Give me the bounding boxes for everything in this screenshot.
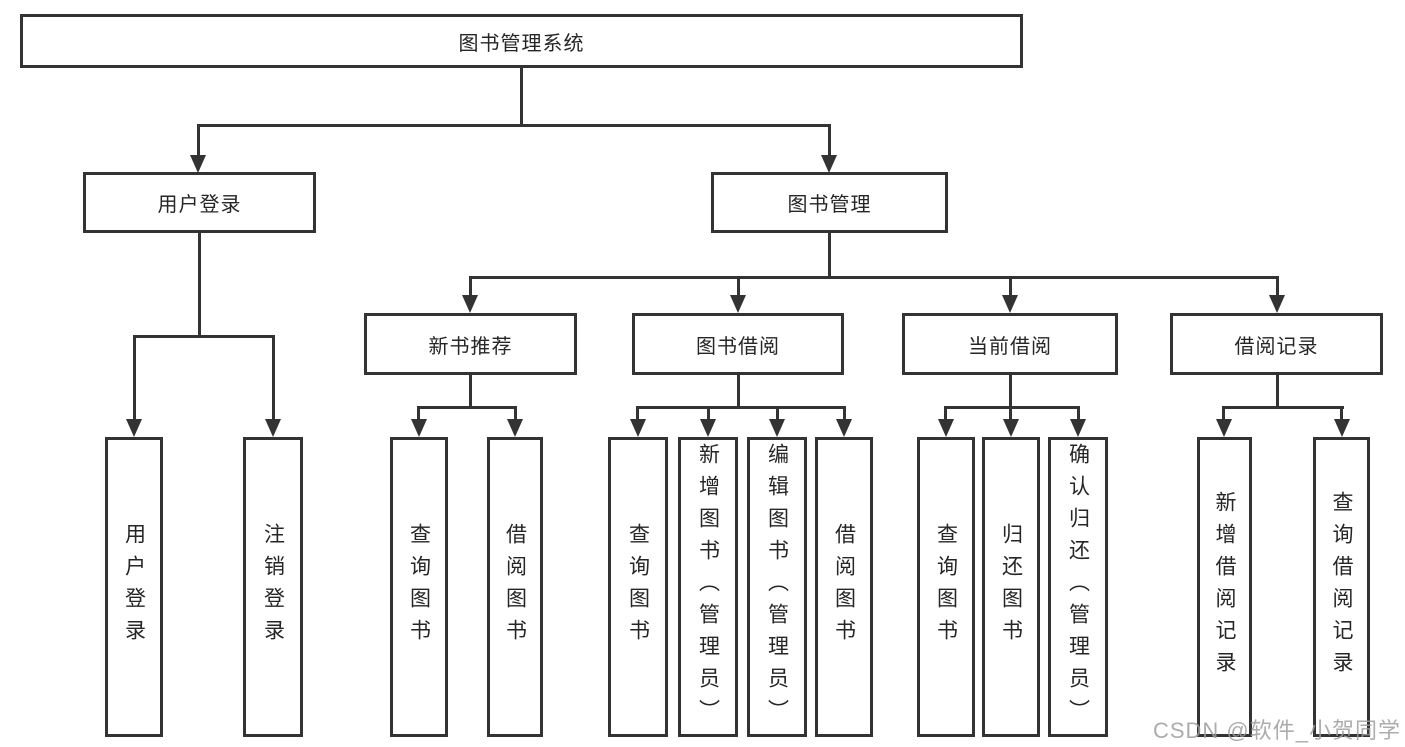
- connector-line: [776, 406, 779, 420]
- connector-line: [944, 406, 947, 420]
- node-bb-edit-books-admin: 编辑图书（管理员）: [747, 437, 807, 737]
- arrow-down-icon: [630, 419, 646, 437]
- connector-line: [1276, 375, 1279, 409]
- node-label: 新增借阅记录: [1213, 491, 1236, 683]
- node-book-borrowing: 图书借阅: [632, 313, 844, 375]
- connector-line: [198, 233, 201, 338]
- connector-line: [1222, 406, 1225, 420]
- connector-line: [1009, 276, 1012, 297]
- arrow-down-icon: [938, 419, 954, 437]
- node-cb-query-books: 查询图书: [917, 437, 975, 737]
- arrow-down-icon: [730, 295, 746, 313]
- connector-line: [469, 375, 472, 409]
- node-library-management-system: 图书管理系统: [20, 14, 1023, 68]
- connector-line: [843, 406, 846, 420]
- arrow-down-icon: [1216, 419, 1232, 437]
- connector-line: [133, 335, 136, 421]
- arrow-down-icon: [507, 419, 523, 437]
- connector-line: [197, 124, 831, 127]
- node-new-book-recommendation: 新书推荐: [364, 313, 577, 375]
- arrow-down-icon: [1070, 419, 1086, 437]
- arrow-down-icon: [1334, 419, 1350, 437]
- node-label: 新书推荐: [428, 335, 513, 358]
- connector-line: [272, 335, 275, 421]
- node-bb-borrow-books: 借阅图书: [815, 437, 873, 737]
- node-logout: 注销登录: [243, 437, 303, 737]
- arrow-down-icon: [821, 155, 837, 173]
- connector-line: [514, 406, 517, 420]
- node-label: 用户登录: [122, 523, 146, 651]
- connector-line: [737, 276, 740, 297]
- node-label: 查询借阅记录: [1330, 491, 1353, 683]
- arrow-down-icon: [769, 419, 785, 437]
- arrow-down-icon: [1002, 295, 1018, 313]
- connector-line: [1077, 406, 1080, 420]
- node-label: 借阅图书: [832, 523, 856, 651]
- node-cb-confirm-return-admin: 确认归还（管理员）: [1048, 437, 1108, 737]
- connector-line: [636, 406, 639, 420]
- connector-line: [828, 233, 831, 279]
- connector-line: [707, 406, 710, 420]
- arrow-down-icon: [190, 155, 206, 173]
- connector-line: [469, 276, 1279, 279]
- node-label: 借阅图书: [503, 523, 527, 651]
- arrow-down-icon: [462, 295, 478, 313]
- connector-line: [417, 406, 420, 420]
- node-label: 确认归还（管理员）: [1066, 443, 1090, 731]
- connector-line: [636, 406, 846, 409]
- node-br-query-record: 查询借阅记录: [1313, 437, 1370, 737]
- node-nbr-query-books: 查询图书: [390, 437, 448, 737]
- arrow-down-icon: [411, 419, 427, 437]
- node-bb-query-books: 查询图书: [608, 437, 668, 737]
- arrow-down-icon: [1269, 295, 1285, 313]
- arrow-down-icon: [265, 419, 281, 437]
- node-label: 查询图书: [626, 523, 650, 651]
- node-label: 查询图书: [934, 523, 958, 651]
- csdn-watermark: CSDN @软件_小贺同学: [1152, 718, 1401, 743]
- node-label: 注销登录: [261, 523, 285, 651]
- node-label: 图书借阅: [696, 335, 780, 358]
- connector-line: [1009, 406, 1012, 420]
- connector-line: [133, 335, 275, 338]
- node-label: 查询图书: [407, 523, 431, 651]
- node-label: 图书管理系统: [458, 32, 585, 55]
- connector-line: [1222, 406, 1344, 409]
- connector-line: [1276, 276, 1279, 297]
- connector-line: [520, 68, 523, 126]
- arrow-down-icon: [836, 419, 852, 437]
- node-label: 用户登录: [157, 194, 242, 216]
- node-nbr-borrow-books: 借阅图书: [487, 437, 543, 737]
- arrow-down-icon: [1003, 419, 1019, 437]
- node-user-login-leaf: 用户登录: [105, 437, 163, 737]
- connector-line: [469, 276, 472, 297]
- node-book-management: 图书管理: [711, 172, 948, 233]
- node-cb-return-books: 归还图书: [982, 437, 1040, 737]
- node-bb-add-books-admin: 新增图书（管理员）: [678, 437, 738, 737]
- node-borrowing-records: 借阅记录: [1170, 313, 1383, 375]
- connector-line: [197, 124, 200, 158]
- node-label: 编辑图书（管理员）: [765, 443, 789, 731]
- connector-line: [1009, 375, 1012, 409]
- connector-line: [417, 406, 517, 409]
- connector-line: [1340, 406, 1343, 420]
- connector-line: [944, 406, 1080, 409]
- connector-line: [737, 375, 740, 409]
- arrow-down-icon: [700, 419, 716, 437]
- node-br-add-record: 新增借阅记录: [1197, 437, 1252, 737]
- node-label: 图书管理: [787, 194, 872, 216]
- node-label: 当前借阅: [968, 335, 1052, 358]
- node-current-borrowing: 当前借阅: [902, 313, 1118, 375]
- node-label: 借阅记录: [1234, 335, 1319, 358]
- node-user-login: 用户登录: [83, 172, 316, 233]
- node-label: 新增图书（管理员）: [696, 443, 720, 731]
- arrow-down-icon: [126, 419, 142, 437]
- node-label: 归还图书: [999, 523, 1023, 651]
- connector-line: [828, 124, 831, 158]
